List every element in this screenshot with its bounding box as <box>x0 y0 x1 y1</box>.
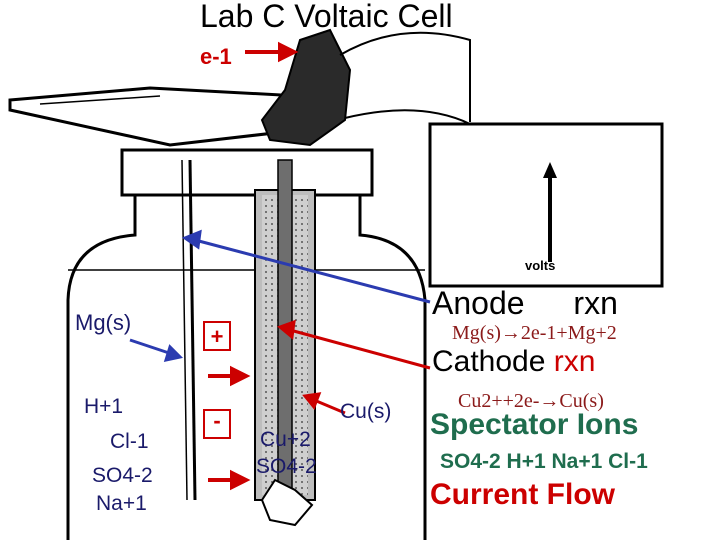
cathode-word: Cathode <box>432 345 546 378</box>
cu-ion: Cu+2 <box>260 428 311 451</box>
anode-rxn-word: rxn <box>573 285 618 321</box>
spectator-heading: Spectator Ions <box>430 408 639 441</box>
plus-sign: + <box>210 324 224 349</box>
mg-electrode <box>181 28 352 501</box>
anode-word: Anode <box>432 285 525 321</box>
voltmeter <box>428 122 664 288</box>
mg-label: Mg(s) <box>75 310 132 335</box>
wires <box>339 31 471 125</box>
electron-label: e-1 <box>200 44 232 69</box>
plus-box <box>203 321 231 351</box>
funnel <box>8 86 302 147</box>
volts-label: volts <box>525 258 556 273</box>
current-flow-arrows <box>208 365 251 491</box>
minus-sign: - <box>213 408 221 433</box>
cathode-heading: Cathode rxn <box>432 345 595 379</box>
porous-cup <box>254 159 316 527</box>
so4-ion-left: SO4-2 <box>92 464 153 487</box>
cathode-rxn-word: rxn <box>553 345 596 378</box>
so4-ion-middle: SO4-2 <box>256 455 317 478</box>
minus-box <box>203 409 231 439</box>
cathode-pointer-arrow <box>277 319 431 370</box>
spectator-ions: SO4-2 H+1 Na+1 Cl-1 <box>440 450 648 473</box>
anode-heading: Anode rxn <box>432 285 618 322</box>
cathode-reaction: Cu2++2e-→Cu(s) <box>458 390 604 412</box>
cu-pointer-arrow <box>302 392 346 415</box>
diagram-title: Lab C Voltaic Cell <box>200 0 453 34</box>
anode-pointer-arrow <box>181 229 431 304</box>
glass-jar <box>66 148 427 540</box>
h-ion: H+1 <box>84 395 124 418</box>
mg-pointer-arrow <box>129 338 184 363</box>
electron-arrow <box>245 41 299 63</box>
anode-reaction: Mg(s)→2e-1+Mg+2 <box>452 322 617 344</box>
na-ion: Na+1 <box>96 492 147 515</box>
cu-label: Cu(s) <box>340 400 392 423</box>
cl-ion: Cl-1 <box>110 430 149 453</box>
current-flow-label: Current Flow <box>430 478 615 511</box>
